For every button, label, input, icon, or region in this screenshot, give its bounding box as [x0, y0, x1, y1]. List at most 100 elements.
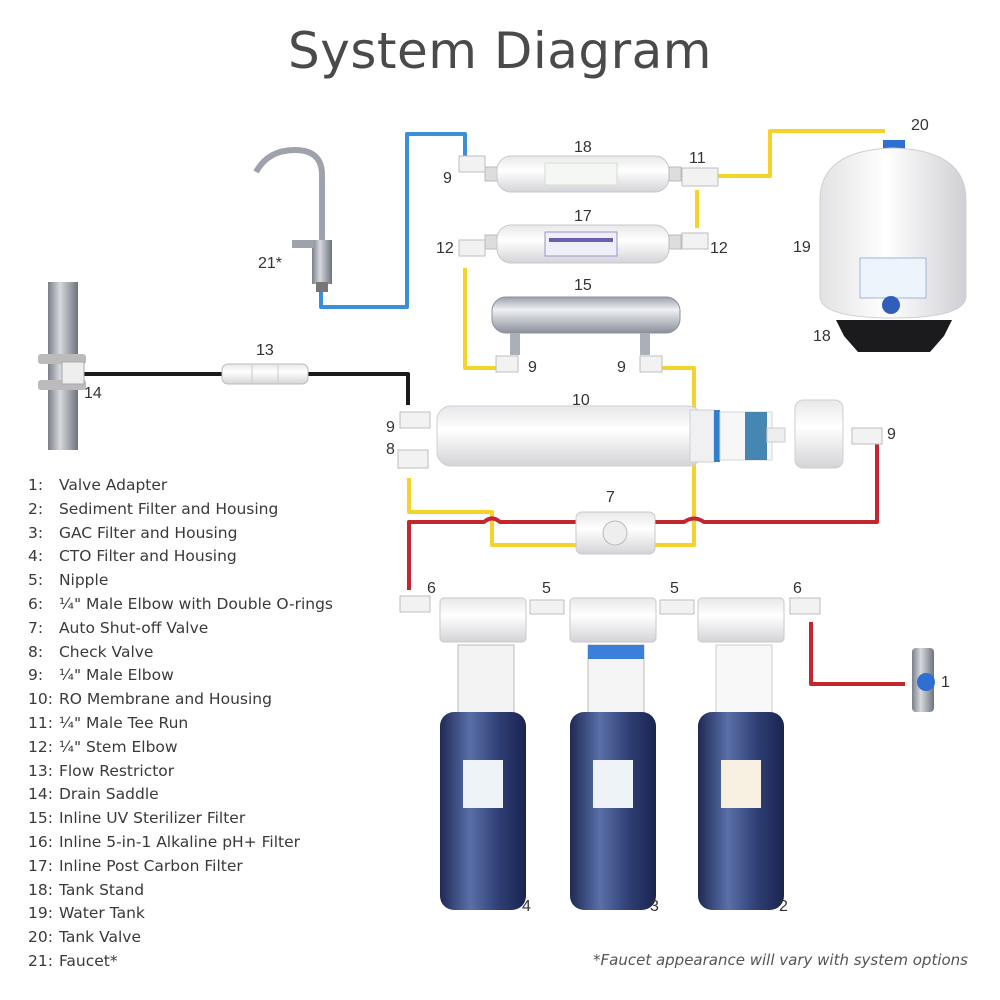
legend-label: Water Tank — [58, 904, 145, 923]
callout-9d: 9 — [386, 419, 395, 436]
yellow-tube-tank — [718, 129, 885, 178]
faucet — [253, 146, 332, 292]
legend-item: 15: Inline UV Sterilizer Filter — [28, 807, 333, 831]
callout-14: 14 — [84, 385, 102, 402]
callout-13: 13 — [256, 342, 274, 359]
legend-number: 5: — [28, 571, 44, 590]
legend-number: 11: — [28, 713, 53, 732]
drain-saddle — [38, 282, 86, 450]
fittings — [397, 155, 883, 615]
legend-item: 20: Tank Valve — [28, 926, 333, 950]
filter-housing-3 — [569, 597, 657, 910]
callout-12a: 12 — [436, 240, 454, 257]
tank-stand — [836, 320, 952, 352]
callout-8: 8 — [386, 441, 395, 458]
callout-18a: 18 — [574, 139, 592, 156]
legend-item: 9: ¼" Male Elbow — [28, 664, 333, 688]
legend-item: 11: ¼" Male Tee Run — [28, 712, 333, 736]
legend-label: ¼" Male Elbow — [58, 666, 174, 685]
inline-filter-top — [484, 155, 682, 193]
legend-label: Nipple — [58, 571, 109, 590]
legend-number: 21: — [28, 951, 53, 970]
legend-label: Inline Post Carbon Filter — [58, 856, 243, 875]
legend-item: 16: Inline 5-in-1 Alkaline pH+ Filter — [28, 831, 333, 855]
legend-item: 17: Inline Post Carbon Filter — [28, 855, 333, 879]
callout-7: 7 — [606, 489, 615, 506]
inline-filter-middle — [484, 224, 682, 264]
callout-9c: 9 — [617, 359, 626, 376]
legend-item: 4: CTO Filter and Housing — [28, 545, 333, 569]
flow-restrictor — [221, 363, 309, 385]
legend-label: Inline 5-in-1 Alkaline pH+ Filter — [58, 832, 301, 851]
legend-number: 7: — [28, 618, 44, 637]
red-tube-inlet — [809, 622, 905, 686]
legend-number: 10: — [28, 690, 53, 709]
legend-label: Drain Saddle — [58, 785, 159, 804]
drain-tube — [80, 372, 410, 405]
legend-item: 21: Faucet* — [28, 950, 333, 974]
legend-number: 9: — [28, 666, 44, 685]
callout-5b: 5 — [670, 580, 679, 597]
legend-number: 16: — [28, 832, 53, 851]
legend-item: 10: RO Membrane and Housing — [28, 688, 333, 712]
legend-label: Inline UV Sterilizer Filter — [58, 809, 246, 828]
yellow-tube-check-aso — [407, 478, 576, 547]
callout-9a: 9 — [443, 170, 452, 187]
legend-number: 17: — [28, 856, 53, 875]
legend-label: Tank Stand — [58, 880, 145, 899]
callout-9e: 9 — [887, 426, 896, 443]
filter-housing-4 — [439, 597, 527, 910]
callout-10: 10 — [572, 392, 590, 409]
callout-9b: 9 — [528, 359, 537, 376]
ro-membrane-housing — [436, 399, 844, 469]
callout-4: 4 — [522, 898, 531, 915]
legend-label: Tank Valve — [58, 928, 141, 947]
legend-item: 2: Sediment Filter and Housing — [28, 498, 333, 522]
legend-item: 19: Water Tank — [28, 902, 333, 926]
callout-15: 15 — [574, 277, 592, 294]
uv-sterilizer — [491, 296, 681, 355]
callout-21: 21* — [258, 255, 282, 272]
tubing — [80, 129, 905, 686]
legend-number: 6: — [28, 594, 44, 613]
callout-11: 11 — [689, 150, 706, 167]
legend-label: Auto Shut-off Valve — [58, 618, 209, 637]
legend-number: 13: — [28, 761, 53, 780]
legend-item: 1: Valve Adapter — [28, 474, 333, 498]
legend-number: 2: — [28, 499, 44, 518]
legend-label: ¼" Stem Elbow — [58, 737, 178, 756]
legend-item: 13: Flow Restrictor — [28, 760, 333, 784]
legend-number: 4: — [28, 547, 44, 566]
callout-6a: 6 — [427, 580, 436, 597]
callout-2: 2 — [779, 898, 788, 915]
legend-label: ¼" Male Elbow with Double O-rings — [58, 594, 333, 613]
legend-label: Flow Restrictor — [58, 761, 175, 780]
legend-number: 15: — [28, 809, 53, 828]
legend-item: 8: Check Valve — [28, 641, 333, 665]
legend-label: Faucet* — [58, 951, 118, 970]
legend-item: 12: ¼" Stem Elbow — [28, 736, 333, 760]
callout-5a: 5 — [542, 580, 551, 597]
blue-tube — [319, 132, 467, 309]
legend-item: 5: Nipple — [28, 569, 333, 593]
callout-20: 20 — [911, 117, 929, 134]
callout-labels: 1 2 3 4 5 5 6 6 7 8 9 9 9 9 9 10 11 12 1… — [84, 117, 950, 915]
legend-label: Check Valve — [58, 642, 154, 661]
legend-number: 8: — [28, 642, 44, 661]
callout-3: 3 — [650, 898, 659, 915]
legend-item: 18: Tank Stand — [28, 879, 333, 903]
legend-number: 14: — [28, 785, 53, 804]
auto-shutoff-valve — [575, 511, 656, 555]
valve-adapter — [912, 648, 935, 712]
red-tube-aso-9 — [655, 442, 879, 524]
legend-label: GAC Filter and Housing — [58, 523, 238, 542]
legend-label: CTO Filter and Housing — [58, 547, 237, 566]
water-tank — [819, 140, 967, 319]
legend-number: 20: — [28, 928, 53, 947]
callout-19: 19 — [793, 239, 811, 256]
legend-label: Valve Adapter — [58, 476, 168, 494]
legend-number: 1: — [28, 476, 44, 494]
legend-number: 19: — [28, 904, 53, 923]
